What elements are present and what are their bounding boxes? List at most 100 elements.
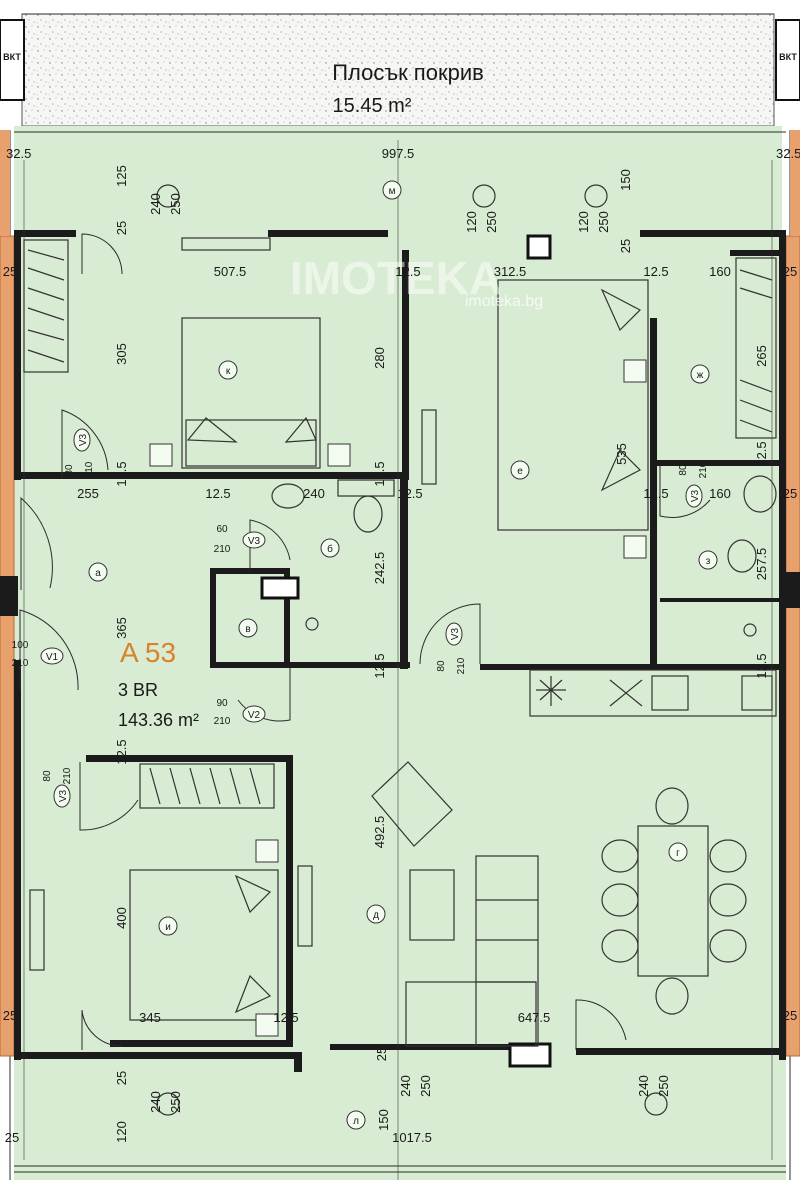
svg-text:V3: V3 (58, 789, 69, 802)
svg-text:а: а (95, 568, 101, 579)
dimension-labels: 997.5 32.5 32.5 507.5 12.5 312.5 12.5 16… (3, 146, 800, 1145)
svg-text:25: 25 (114, 1071, 129, 1085)
svg-text:к: к (226, 366, 231, 377)
svg-text:32.5: 32.5 (776, 146, 800, 161)
svg-text:60: 60 (216, 524, 228, 535)
svg-text:120: 120 (464, 211, 479, 233)
svg-text:242.5: 242.5 (372, 552, 387, 585)
svg-text:997.5: 997.5 (382, 146, 415, 161)
svg-text:255: 255 (77, 486, 99, 501)
svg-text:250: 250 (168, 193, 183, 215)
svg-text:25: 25 (114, 221, 129, 235)
svg-text:32.5: 32.5 (6, 146, 31, 161)
svg-text:240: 240 (303, 486, 325, 501)
svg-text:120: 120 (114, 1121, 129, 1143)
svg-text:120: 120 (576, 211, 591, 233)
svg-text:240: 240 (148, 193, 163, 215)
svg-text:м: м (389, 186, 396, 197)
svg-text:25: 25 (783, 264, 797, 279)
unit-area: 143.36 m² (118, 710, 199, 730)
svg-text:305: 305 (114, 343, 129, 365)
svg-text:12.5: 12.5 (205, 486, 230, 501)
svg-text:210: 210 (12, 658, 29, 669)
svg-text:и: и (165, 922, 171, 933)
svg-text:240: 240 (636, 1075, 651, 1097)
roof-area: 15.45 m² (333, 95, 412, 117)
svg-text:V3: V3 (690, 489, 701, 502)
svg-text:12.5: 12.5 (395, 264, 420, 279)
right-facade-strip (785, 235, 800, 1057)
light-symbols (156, 184, 668, 1116)
svg-text:257.5: 257.5 (754, 548, 769, 581)
roof-title: Плосък покрив (332, 60, 484, 85)
svg-text:210: 210 (62, 767, 73, 784)
svg-text:160: 160 (709, 486, 731, 501)
door-tags-vertical: V3 V3 V3 V3 (53, 428, 703, 808)
terrace-bottom (14, 1048, 786, 1180)
svg-text:25: 25 (374, 1047, 389, 1061)
svg-text:535: 535 (614, 443, 629, 465)
svg-text:12.5: 12.5 (372, 653, 387, 678)
svg-text:е: е (517, 466, 523, 477)
svg-text:210: 210 (214, 716, 231, 727)
furniture (23, 237, 777, 1047)
svg-text:240: 240 (148, 1091, 163, 1113)
svg-text:210: 210 (84, 461, 95, 478)
dimension-labels-vertical: 125 25 240 250 120 250 120 250 150 25 30… (42, 165, 769, 1143)
svg-text:25: 25 (783, 1008, 797, 1023)
walls (0, 230, 800, 1072)
svg-text:г: г (676, 848, 680, 859)
svg-text:25: 25 (5, 1130, 19, 1145)
svg-text:507.5: 507.5 (214, 264, 247, 279)
svg-text:312.5: 312.5 (494, 264, 527, 279)
svg-text:80: 80 (64, 464, 75, 476)
svg-text:12.5: 12.5 (114, 461, 129, 486)
svg-text:V3: V3 (78, 433, 89, 446)
svg-text:100: 100 (12, 640, 29, 651)
svg-text:80: 80 (678, 464, 689, 476)
svg-text:240: 240 (398, 1075, 413, 1097)
svg-text:647.5: 647.5 (518, 1010, 551, 1025)
svg-text:б: б (327, 543, 333, 555)
svg-text:160: 160 (709, 264, 731, 279)
svg-text:25: 25 (3, 1008, 17, 1023)
svg-text:V1: V1 (46, 652, 59, 663)
svg-text:345: 345 (139, 1010, 161, 1025)
svg-text:25: 25 (3, 264, 17, 279)
flat-roof-area (21, 13, 775, 127)
door-swings (19, 233, 711, 1050)
svg-text:250: 250 (168, 1091, 183, 1113)
watermark-site: imoteka.bg (465, 293, 543, 310)
svg-text:80: 80 (436, 660, 447, 672)
svg-text:492.5: 492.5 (372, 816, 387, 849)
svg-text:80: 80 (42, 770, 53, 782)
svg-text:250: 250 (418, 1075, 433, 1097)
svg-text:ж: ж (697, 370, 704, 381)
svg-text:V3: V3 (450, 627, 461, 640)
svg-text:210: 210 (456, 657, 467, 674)
svg-text:400: 400 (114, 907, 129, 929)
svg-text:250: 250 (596, 211, 611, 233)
vkt-tag-right: ВКТ (779, 52, 797, 62)
svg-text:250: 250 (656, 1075, 671, 1097)
svg-text:90: 90 (216, 698, 228, 709)
door-tags: V1 V2 V3 (40, 531, 266, 723)
svg-text:210: 210 (214, 544, 231, 555)
svg-text:в: в (245, 624, 250, 635)
svg-text:12.5: 12.5 (372, 461, 387, 486)
svg-text:365: 365 (114, 617, 129, 639)
svg-text:12.5: 12.5 (397, 486, 422, 501)
svg-text:з: з (706, 556, 711, 567)
svg-text:1017.5: 1017.5 (392, 1130, 432, 1145)
svg-text:12.5: 12.5 (754, 441, 769, 466)
svg-text:V2: V2 (248, 710, 261, 721)
svg-text:12.5: 12.5 (114, 739, 129, 764)
svg-text:150: 150 (376, 1109, 391, 1131)
svg-text:12.5: 12.5 (754, 653, 769, 678)
svg-text:12.5: 12.5 (643, 264, 668, 279)
svg-text:250: 250 (484, 211, 499, 233)
svg-text:25: 25 (783, 486, 797, 501)
svg-text:12.5: 12.5 (643, 486, 668, 501)
svg-text:210: 210 (698, 461, 709, 478)
